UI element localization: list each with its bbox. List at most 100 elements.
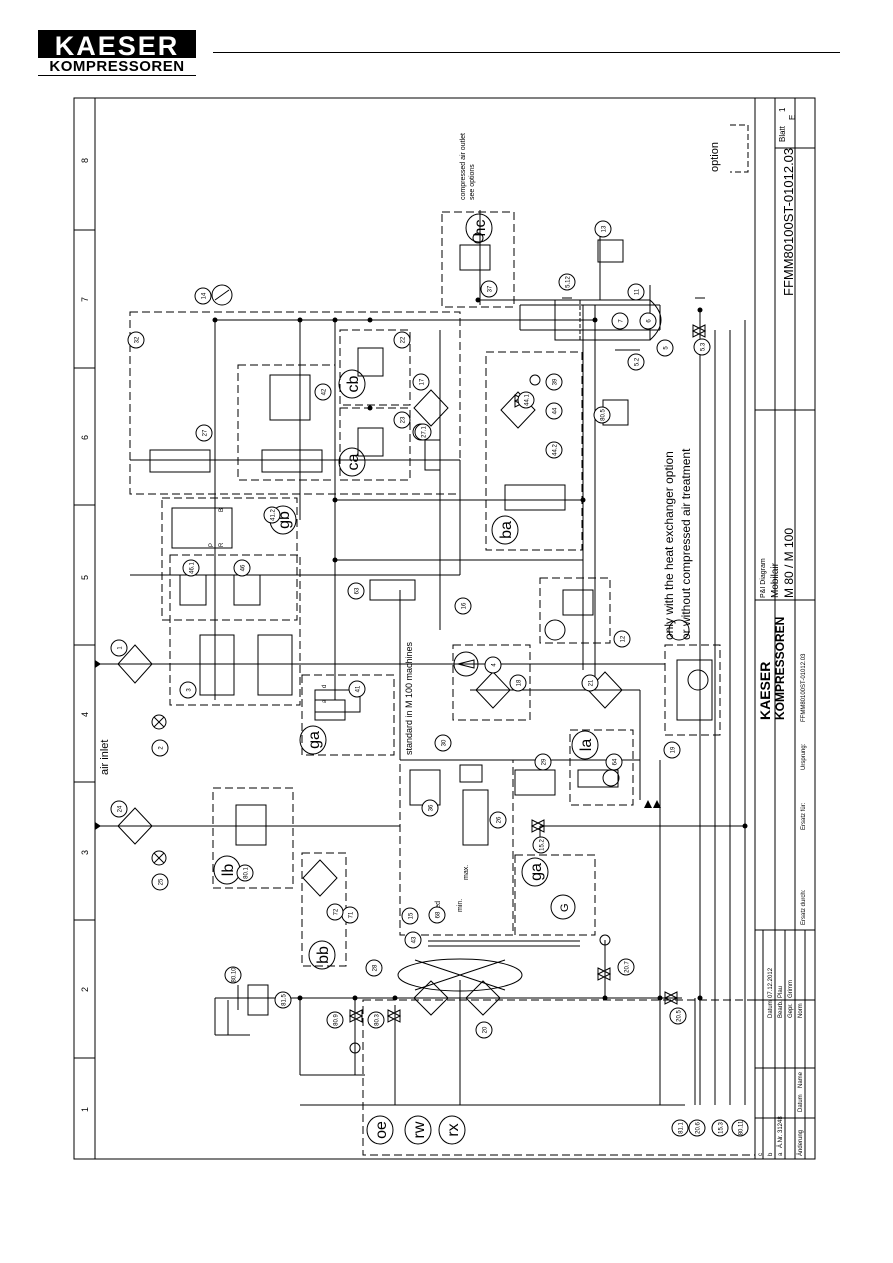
item-bubble-22 [393, 331, 411, 349]
item-bubble-68 [428, 906, 446, 924]
item-number-29: 29 [542, 758, 548, 765]
ersatz-durch-label: Ersatz durch: [801, 889, 807, 925]
item-bubble-64 [605, 753, 623, 771]
item-bubble-28 [365, 959, 383, 977]
item-number-44: 44 [553, 407, 559, 414]
tb-gepr-label: Gepr. [788, 1003, 794, 1018]
tb-rev-b: b [768, 1152, 774, 1156]
item-bubble-11 [627, 283, 645, 301]
item-number-72: 72 [334, 908, 340, 915]
item-number-21: 21 [589, 679, 595, 686]
item-number-41: 41 [356, 685, 362, 692]
item-bubble-29 [534, 753, 552, 771]
group-tag-ba: ba [498, 521, 515, 539]
item-bubble-7 [611, 312, 629, 330]
tb-rev-c: c [758, 1153, 764, 1156]
port-label-a: a [322, 699, 328, 703]
item-number-22: 22 [401, 336, 407, 343]
group-tag-ba-outline [491, 515, 519, 545]
item-number-80-11: 80.11 [739, 1120, 745, 1135]
air-inlet-label: air inlet [99, 740, 111, 775]
group-tag-ga: ga [528, 863, 545, 881]
grid-num-3: 3 [80, 850, 90, 855]
outlet-label-1: compressed air outlet [460, 133, 467, 200]
group-tag-bb: bb [315, 946, 332, 964]
item-bubble-15 [401, 907, 419, 925]
item-number-12: 12 [621, 635, 627, 642]
item-number-14: 14 [202, 292, 208, 299]
group-tag-bb-outline [308, 940, 336, 970]
item-number-44-2: 44.2 [553, 444, 559, 456]
group-tag-rx: rx [445, 1123, 462, 1136]
item-bubble-5-2 [627, 353, 645, 371]
item-bubble-15-2 [532, 836, 550, 854]
item-bubble-32 [127, 331, 145, 349]
item-number-43: 43 [412, 936, 418, 943]
item-bubble-80-5 [593, 406, 611, 424]
tb-datum2-label: Datum [798, 1094, 804, 1112]
item-number-5-3: 5.3 [701, 342, 707, 351]
item-bubble-80-9 [326, 1011, 344, 1029]
item-number-27: 27 [203, 429, 209, 436]
item-number-80-9: 80.9 [334, 1014, 340, 1026]
item-number-26: 26 [497, 816, 503, 823]
item-number-2: 2 [159, 746, 165, 750]
group-tag-la: la [578, 739, 595, 752]
grid-num-8: 8 [80, 158, 90, 163]
tb-bearb-label: Bearb. [778, 1000, 784, 1018]
grid-num-1: 1 [80, 1107, 90, 1112]
small-drawing-number: FFMM80100ST-01012.03 [801, 653, 807, 722]
item-bubble-5-12 [558, 273, 576, 291]
item-number-46: 46 [241, 564, 247, 571]
title-models: M 80 / M 100 [782, 528, 796, 598]
item-bubble-24 [110, 800, 128, 818]
tb-rev-a-text: Ä.Nr. 31248 [777, 1116, 784, 1148]
group-tag-ga-outline [521, 857, 549, 887]
logo-line-1: KAESER [54, 31, 180, 61]
item-number-25: 25 [159, 878, 165, 885]
title-kompressoren: KOMPRESSOREN [773, 617, 787, 720]
item-number-24: 24 [118, 805, 124, 812]
item-bubble-26 [489, 811, 507, 829]
tb-gepr-value: Grimm [788, 980, 794, 998]
item-number-4: 4 [492, 663, 498, 667]
tb-datum-label: Datum [768, 1000, 774, 1018]
hx-note-1: only with the heat exchanger option [662, 451, 676, 640]
item-bubble-81-1 [671, 1119, 689, 1137]
item-bubble-1 [110, 639, 128, 657]
header-rule [213, 52, 840, 53]
item-number-44-1: 44.1 [525, 394, 531, 406]
item-number-27-1: 27.1 [422, 426, 428, 438]
group-tag-ga: ga [306, 731, 323, 749]
item-bubble-13 [594, 220, 612, 238]
tb-norm-label: Norm [798, 1003, 804, 1018]
item-bubble-27 [195, 424, 213, 442]
grid-num-4: 4 [80, 712, 90, 717]
group-tag-rw-outline [404, 1115, 432, 1145]
item-number-15-2: 15.2 [540, 839, 546, 851]
group-tag-hc: hc [472, 220, 489, 237]
item-bubble-20-7 [617, 958, 635, 976]
item-bubble-41-2 [263, 506, 281, 524]
grid-num-5: 5 [80, 575, 90, 580]
outlet-label-2: see options [469, 164, 476, 200]
item-number-37: 37 [488, 285, 494, 292]
item-number-80-3: 80.3 [375, 1014, 381, 1026]
item-bubble-43 [404, 931, 422, 949]
item-bubble-25 [151, 873, 169, 891]
tb-name-label: Name [798, 1071, 804, 1088]
item-bubble-20 [475, 1021, 493, 1039]
item-number-81-1: 81.1 [679, 1122, 685, 1134]
item-number-81-5: 81.5 [282, 994, 288, 1006]
kaeser-logo: KAESER KOMPRESSOREN [38, 30, 196, 76]
group-tag-hc-outline [465, 213, 493, 243]
item-number-11: 11 [635, 288, 641, 295]
item-bubble-20-6 [688, 1119, 706, 1137]
item-number-15: 15 [409, 912, 415, 919]
tb-datum-value: 07.12.2012 [768, 967, 774, 998]
item-number-46-1: 46.1 [190, 562, 196, 574]
port-label-r: R [219, 542, 225, 547]
item-bubble-39 [545, 373, 563, 391]
item-bubble-44-1 [517, 391, 535, 409]
item-number-63: 63 [355, 587, 361, 594]
